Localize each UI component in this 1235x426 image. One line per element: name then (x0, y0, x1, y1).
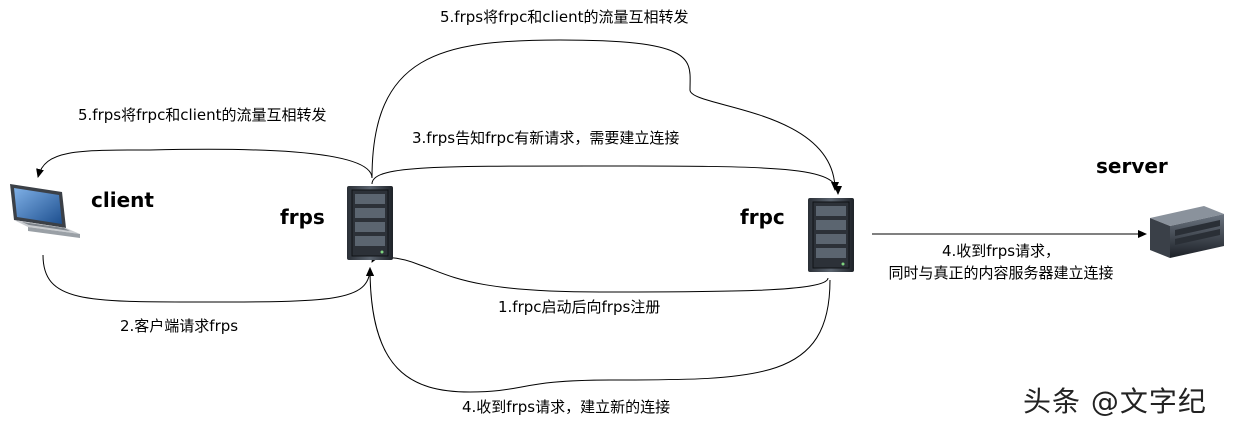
watermark: 头条 @文字纪 (1023, 385, 1207, 418)
frpc-server-icon (808, 198, 854, 272)
label-frpc-to-server: 4.收到frps请求， 同时与真正的内容服务器建立连接 (866, 242, 1136, 282)
edge-notify (371, 165, 842, 195)
label-forward-left: 5.frps将frpc和client的流量互相转发 (78, 106, 327, 124)
edge-forward-left (36, 148, 373, 179)
label-frpc-to-server-line2: 同时与真正的内容服务器建立连接 (888, 264, 1114, 282)
edge-new-connection (366, 267, 831, 393)
frps-server-icon (347, 186, 393, 260)
label-forward-top: 5.frps将frpc和client的流量互相转发 (440, 8, 689, 26)
label-new-connection: 4.收到frps请求，建立新的连接 (462, 398, 671, 416)
edge-forward-top (371, 39, 839, 191)
frpc-title: frpc (740, 205, 785, 229)
label-client-request: 2.客户端请求frps (120, 317, 239, 335)
frps-title: frps (280, 205, 325, 229)
edge-frpc-register (371, 253, 829, 293)
label-frpc-to-server-line1: 4.收到frps请求， (941, 242, 1061, 260)
edge-client-request (42, 254, 374, 303)
server-title: server (1096, 154, 1168, 178)
client-title: client (91, 188, 154, 212)
laptop-icon (10, 184, 80, 238)
label-frpc-register: 1.frpc启动后向frps注册 (498, 298, 661, 316)
label-notify: 3.frps告知frpc有新请求，需要建立连接 (412, 129, 680, 147)
server-box-icon (1150, 206, 1224, 258)
